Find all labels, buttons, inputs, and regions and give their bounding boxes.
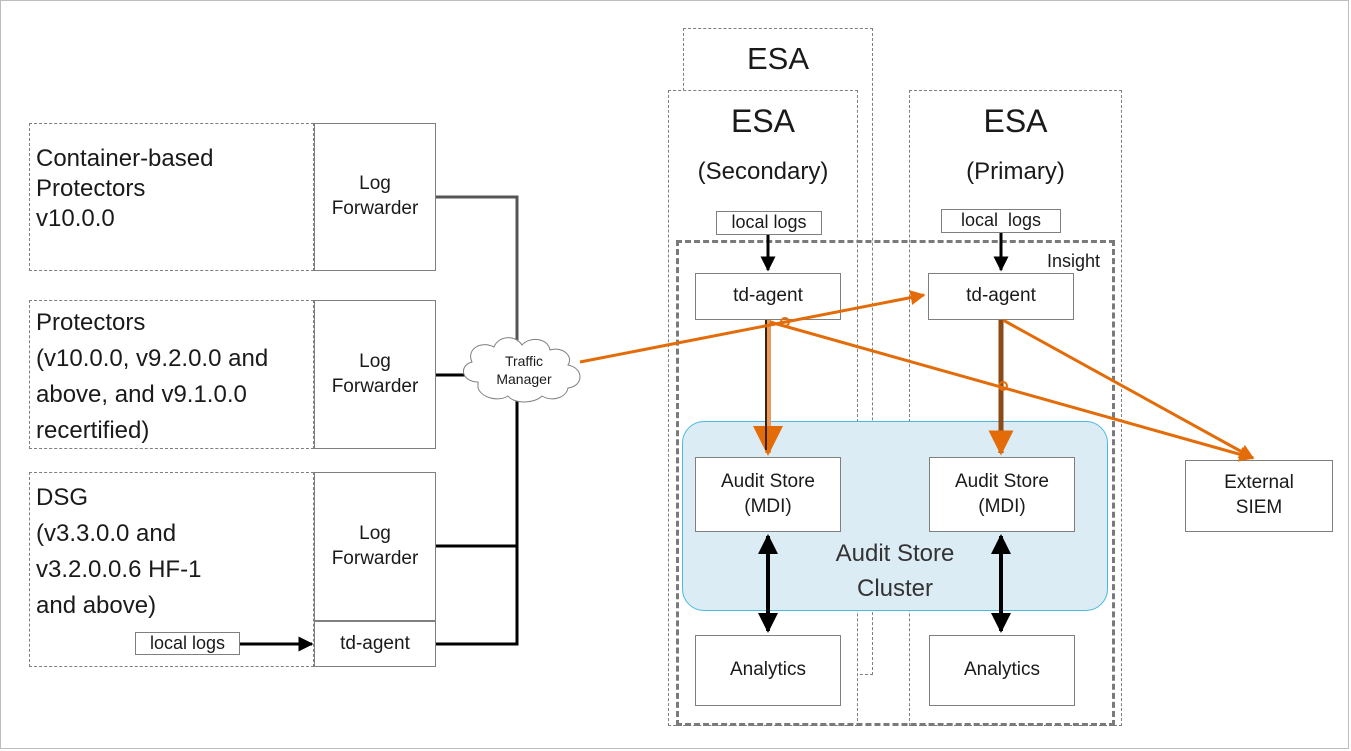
traffic-manager-label: Traffic Manager xyxy=(496,353,552,388)
protectors-label: Protectors (v10.0.0, v9.2.0.0 and above,… xyxy=(36,309,269,444)
esa-primary-subtitle: (Primary) xyxy=(966,158,1065,185)
log-forwarder-1: Log Forwarder xyxy=(314,123,436,271)
traffic-manager-cloud xyxy=(463,337,581,403)
primary-td-to-siem xyxy=(1002,318,1255,460)
esa-primary-td-agent: td-agent xyxy=(928,273,1074,320)
esa-primary-analytics: Analytics xyxy=(929,635,1075,706)
traffic-to-primary-td xyxy=(579,290,926,364)
esa-back-title: ESA xyxy=(746,41,810,76)
dsg-td-agent-link xyxy=(436,390,519,646)
insight-boundary xyxy=(676,240,1115,726)
esa-secondary-subtitle: (Secondary) xyxy=(697,158,829,185)
esa-secondary-local-logs: local logs xyxy=(716,211,822,235)
esa-secondary-audit-store: Audit Store (MDI) xyxy=(695,457,841,532)
audit-store-cluster-label: Audit Store Cluster xyxy=(835,540,955,602)
esa-secondary-title: ESA xyxy=(730,103,796,139)
esa-secondary-td-agent: td-agent xyxy=(695,273,841,320)
secondary-td-to-siem xyxy=(769,320,1255,462)
dsg-label: DSG (v3.3.0.0 and v3.2.0.0.6 HF-1 and ab… xyxy=(36,484,202,619)
protectors-group xyxy=(29,300,314,449)
container-protectors-label: Container-based Protectors v10.0.0 xyxy=(36,145,214,232)
log-forwarder-2: Log Forwarder xyxy=(314,300,436,449)
forwarder-1-link xyxy=(436,195,519,360)
esa-primary-group xyxy=(909,90,1122,726)
esa-secondary-analytics: Analytics xyxy=(695,635,841,706)
log-forwarder-3: Log Forwarder xyxy=(314,472,436,621)
dsg-group xyxy=(29,472,314,667)
dsg-td-agent: td-agent xyxy=(314,621,436,667)
container-protectors-group xyxy=(29,123,314,271)
esa-primary-local-logs: local logs xyxy=(941,209,1061,233)
esa-primary-audit-store: Audit Store (MDI) xyxy=(929,457,1075,532)
insight-label: Insight xyxy=(1047,251,1101,271)
external-siem: External SIEM xyxy=(1185,460,1333,532)
esa-primary-title: ESA xyxy=(983,103,1048,139)
dsg-local-logs: local logs xyxy=(135,632,240,655)
